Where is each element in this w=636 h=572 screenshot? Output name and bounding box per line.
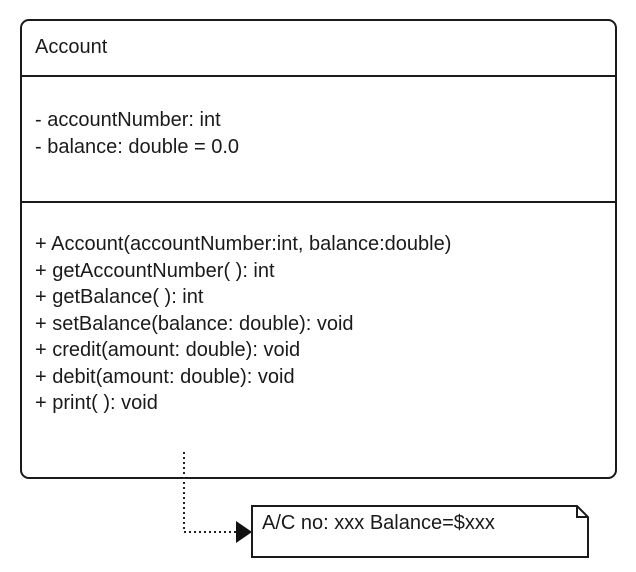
- operation-list: + Account(accountNumber:int, balance:dou…: [35, 231, 451, 417]
- operation-item: + setBalance(balance: double): void: [35, 312, 354, 335]
- operation-item: + debit(amount: double): void: [35, 365, 295, 388]
- attribute-item: - balance: double = 0.0: [35, 135, 240, 158]
- folded-corner-icon: [576, 506, 588, 518]
- account-class-box: Account - accountNumber: int - balance: …: [20, 19, 617, 479]
- arrowhead-icon: [236, 521, 252, 543]
- operations-compartment: + Account(accountNumber:int, balance:dou…: [22, 203, 615, 477]
- class-name: Account: [35, 36, 108, 58]
- operation-item: + credit(amount: double): void: [35, 339, 301, 361]
- operation-item: + getAccountNumber( ): int: [35, 259, 275, 282]
- operation-item: + getBalance( ): int: [35, 286, 204, 308]
- note-text: A/C no: xxx Balance=$xxx: [262, 512, 495, 534]
- attribute-list: - accountNumber: int - balance: double =…: [35, 107, 239, 160]
- attributes-compartment: - accountNumber: int - balance: double =…: [22, 77, 615, 203]
- attribute-item: - accountNumber: int: [35, 109, 221, 131]
- class-name-compartment: Account: [22, 21, 615, 77]
- operation-item: + Account(accountNumber:int, balance:dou…: [35, 233, 452, 255]
- operation-item: + print( ): void: [35, 392, 158, 414]
